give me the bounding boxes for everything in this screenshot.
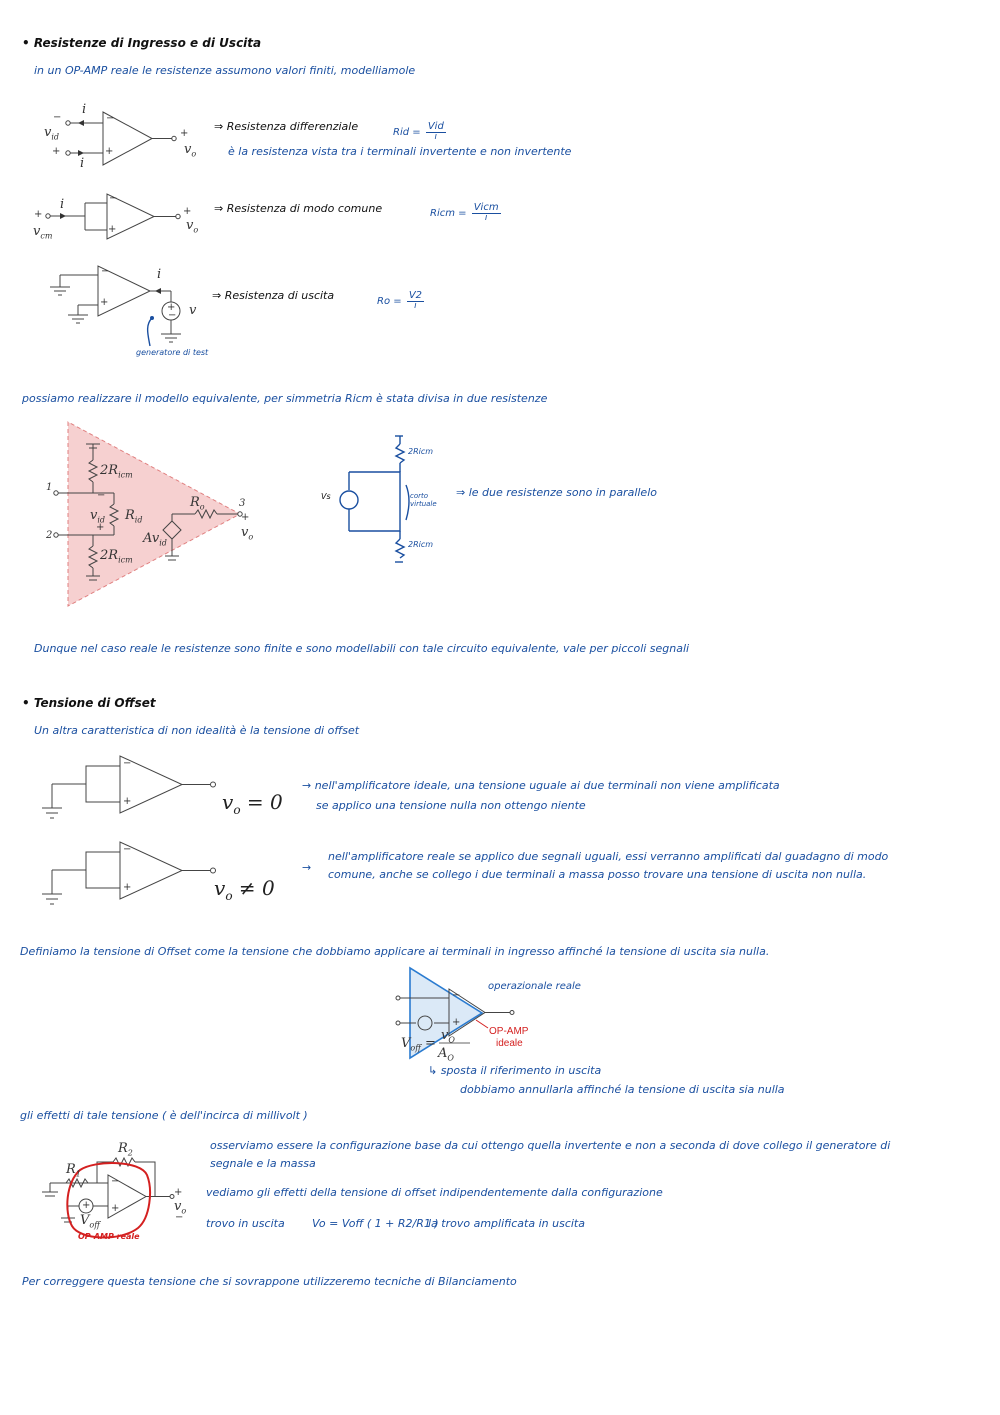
minus-sign: − xyxy=(53,112,62,123)
minus-sign: − xyxy=(123,844,132,855)
model-conclusion: Dunque nel caso reale le resistenze sono… xyxy=(34,642,690,655)
real-line-1: nell'amplificatore reale se applico due … xyxy=(328,850,889,863)
effects-line-3: vediamo gli effetti della tensione di of… xyxy=(206,1186,663,1199)
minus-sign: − xyxy=(111,1176,120,1187)
minus-sign: − xyxy=(123,758,132,769)
ideal-line-2: se applico una tensione nulla non otteng… xyxy=(316,799,586,812)
model-intro: possiamo realizzare il modello equivalen… xyxy=(22,392,548,405)
effects-formula: Vo = Voff ( 1 + R2/R1 ) xyxy=(312,1217,439,1230)
vo-not-zero: vo ≠ 0 xyxy=(214,876,275,903)
plus-sign: + xyxy=(123,882,132,893)
avid-label: Avid xyxy=(143,531,167,548)
vo-label: vo xyxy=(186,218,199,235)
effects-line-5: la trovo amplificata in uscita xyxy=(428,1217,585,1230)
real-arrow: → xyxy=(302,861,312,874)
voff-numerator: vO xyxy=(441,1028,455,1045)
r2cm-bottom-label: 2Ricm xyxy=(100,548,133,565)
diff-formula: Rid = Vid i xyxy=(393,121,446,142)
plus-sign: + xyxy=(123,796,132,807)
ideal-line-1: → nell'amplificatore ideale, una tension… xyxy=(302,779,780,792)
real-opamp-label: operazionale reale xyxy=(488,981,581,992)
plus-sign: + xyxy=(52,146,61,157)
effects-line-1: osserviamo essere la configurazione base… xyxy=(210,1139,891,1152)
minus-sign: − xyxy=(109,193,118,204)
real-line-2: comune, anche se collego i due terminali… xyxy=(328,868,867,881)
effects-intro: gli effetti di tale tensione ( è dell'in… xyxy=(20,1109,308,1122)
rid-label: Rid xyxy=(125,508,143,525)
plus-sign: + xyxy=(82,1200,91,1211)
real-opamp-label: OP-AMP reale xyxy=(78,1232,140,1241)
plus-sign: + xyxy=(167,302,176,313)
out-formula: Ro = V2 i xyxy=(377,290,425,311)
plus-sign: + xyxy=(96,522,105,533)
r2cm-top-label: 2Ricm xyxy=(100,463,133,480)
plus-sign: + xyxy=(183,206,192,217)
plus-sign: + xyxy=(111,1203,120,1214)
node-3-label: 3 xyxy=(239,498,246,509)
plus-sign: + xyxy=(452,1017,461,1028)
virtual-short-label: corto virtuale xyxy=(410,492,437,508)
r1-label: R1 xyxy=(66,1162,81,1179)
ideal-opamp-label-1: OP-AMP xyxy=(489,1026,529,1037)
vs-label: Vs xyxy=(321,492,331,501)
offset-definition: Definiamo la tensione di Offset come la … xyxy=(20,945,770,958)
closing-line: Per correggere questa tensione che si so… xyxy=(22,1275,517,1288)
effects-line-4: trovo in uscita xyxy=(206,1217,285,1230)
node-1-label: 1 xyxy=(46,482,53,493)
minus-sign: − xyxy=(168,310,177,321)
offset-note-1: ↳ sposta il riferimento in uscita xyxy=(428,1064,602,1077)
voff-denominator: AO xyxy=(438,1046,454,1063)
test-generator-note: generatore di test xyxy=(136,348,209,357)
plus-sign: + xyxy=(180,128,189,139)
vo-label: vo xyxy=(241,525,254,542)
vid-label: vid xyxy=(44,125,60,142)
section-title-resistances: • Resistenze di Ingresso e di Uscita xyxy=(22,36,262,50)
diff-resistance-desc: è la resistenza vista tra i terminali in… xyxy=(228,145,572,158)
offset-note-2: dobbiamo annullarla affinché la tensione… xyxy=(460,1083,785,1096)
vcm-label: vcm xyxy=(33,224,53,241)
diff-resistance-label: ⇒ Resistenza differenziale xyxy=(214,120,359,133)
vo-label: vo xyxy=(184,142,197,159)
parallel-note: ⇒ le due resistenze sono in parallelo xyxy=(456,486,657,499)
minus-sign: − xyxy=(175,1212,184,1223)
voff-label: Voff xyxy=(80,1213,100,1230)
plus-sign: + xyxy=(241,512,250,523)
minus-sign: − xyxy=(106,113,115,124)
section-intro: in un OP-AMP reale le resistenze assumon… xyxy=(34,64,416,77)
vo-label: vo xyxy=(174,1199,187,1216)
voltage-label: v xyxy=(189,303,197,318)
current-label: i xyxy=(157,267,162,282)
plus-sign: + xyxy=(108,224,117,235)
minus-sign: − xyxy=(97,490,106,501)
out-resistance-label: ⇒ Resistenza di uscita xyxy=(212,289,335,302)
r-bottom-label: 2Ricm xyxy=(408,540,434,549)
voff-formula: Voff = xyxy=(401,1036,436,1053)
offset-intro: Un altra caratteristica di non idealità … xyxy=(34,724,360,737)
effects-line-2: segnale e la massa xyxy=(210,1157,316,1170)
current-label: i xyxy=(60,197,65,212)
cm-resistance-label: ⇒ Resistenza di modo comune xyxy=(214,202,383,215)
plus-sign: + xyxy=(105,146,114,157)
r-top-label: 2Ricm xyxy=(408,447,434,456)
ideal-opamp-label-2: ideale xyxy=(496,1038,523,1049)
current-label: i xyxy=(80,156,85,171)
vo-equals-zero: vo = 0 xyxy=(222,790,283,817)
ro-label: Ro xyxy=(190,495,205,512)
cm-formula: Ricm = Vicm i xyxy=(430,202,501,223)
node-2-label: 2 xyxy=(46,530,53,541)
r2-label: R2 xyxy=(118,1141,133,1158)
plus-sign: + xyxy=(100,297,109,308)
current-label: i xyxy=(82,102,87,117)
vid-label: vid xyxy=(90,508,106,525)
plus-sign: + xyxy=(34,209,43,220)
plus-sign: + xyxy=(174,1187,183,1198)
minus-sign: − xyxy=(101,266,110,277)
section-title-offset: • Tensione di Offset xyxy=(22,696,156,710)
minus-sign: − xyxy=(452,990,461,1001)
